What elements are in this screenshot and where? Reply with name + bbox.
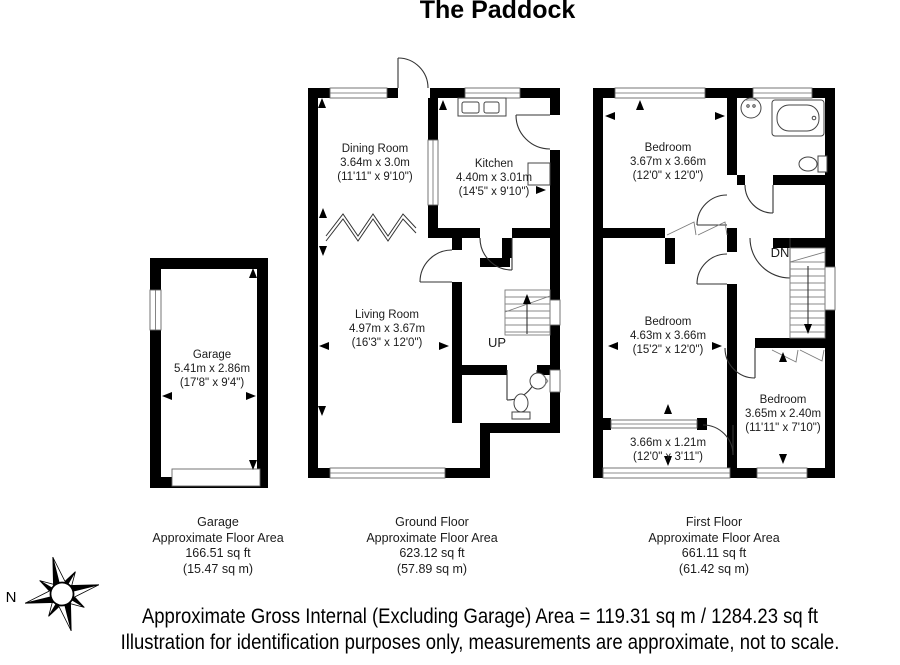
- front-door: [397, 57, 430, 98]
- dimension-arrows: [162, 268, 257, 470]
- living-name: Living Room: [355, 309, 419, 321]
- bedroom2-door: [696, 253, 728, 285]
- disclaimer-line: Illustration for identification purposes…: [120, 631, 840, 654]
- bathroom-sink-icon: [740, 97, 762, 119]
- bedroom1-name: Bedroom: [645, 142, 692, 154]
- garage-door: [171, 468, 261, 487]
- first-doors: [696, 184, 791, 456]
- dining-imperial: (11'11" x 9'10"): [337, 171, 413, 183]
- first-summary-floor: First Floor: [685, 515, 743, 529]
- sink-icon: [529, 372, 549, 390]
- kitchen-imperial: (14'5" x 9'10"): [459, 186, 530, 198]
- bathroom-door: [744, 184, 774, 214]
- stairs-down: [789, 247, 826, 339]
- storage-door: [702, 424, 734, 456]
- toilet-icon: [798, 155, 828, 173]
- first-summary: First Floor Approximate Floor Area 661.1…: [624, 515, 804, 577]
- garage-summary-area-label: Approximate Floor Area: [152, 530, 284, 545]
- hall-doorway: [479, 237, 513, 271]
- wc-fixtures: [511, 372, 549, 420]
- ground-summary-sqft: 623.12 sq ft: [399, 546, 465, 560]
- first-floor-plan: Bedroom 3.67m x 3.66m (12'0" x 12'0") Be…: [593, 87, 836, 479]
- bedroom3-metric: 3.65m x 2.40m: [745, 408, 821, 420]
- gross-area-line: Approximate Gross Internal (Excluding Ga…: [141, 605, 819, 628]
- bedroom1-metric: 3.67m x 3.66m: [630, 156, 706, 168]
- bathroom-fixtures: [740, 97, 828, 173]
- ground-floor-plan: Dining Room 3.64m x 3.0m (11'11" x 9'10"…: [308, 57, 561, 479]
- garage-name: Garage: [193, 349, 231, 361]
- stairs-up: [504, 289, 551, 336]
- first-windows: [602, 87, 836, 479]
- garage-window: [149, 289, 162, 331]
- compass-rose: N: [6, 556, 100, 632]
- kitchen-counter: [527, 162, 551, 186]
- dimension-arrows: [605, 100, 787, 466]
- garage-summary-sqm: (15.47 sq m): [182, 561, 254, 576]
- kitchen-sink-icon: [457, 97, 507, 117]
- living-metric: 4.97m x 3.67m: [349, 323, 425, 335]
- living-imperial: (16'3" x 12'0"): [352, 337, 423, 349]
- bedroom3-imperial: (11'11" x 7'10"): [745, 422, 821, 434]
- north-label: N: [6, 589, 17, 606]
- dimension-arrows: [318, 98, 546, 416]
- garage-imperial: (17'8" x 9'4"): [180, 377, 245, 389]
- closet-doors: [666, 221, 825, 363]
- ground-room-labels: Dining Room 3.64m x 3.0m (11'11" x 9'10"…: [337, 143, 532, 350]
- garage-summary-sqft: 166.51 sq ft: [185, 546, 251, 560]
- kitchen-name: Kitchen: [475, 158, 513, 170]
- garage-summary: Garage Approximate Floor Area 166.51 sq …: [128, 515, 308, 577]
- kitchen-metric: 4.40m x 3.01m: [456, 172, 532, 184]
- garage-floor-plan: Garage 5.41m x 2.86m (17'8" x 9'4"): [149, 258, 268, 488]
- bath-icon: [771, 99, 825, 137]
- first-summary-sqft: 661.11 sq ft: [681, 546, 747, 560]
- ground-summary-sqm: (57.89 sq m): [396, 561, 468, 576]
- page-title: The Paddock: [419, 0, 576, 24]
- bedroom1-imperial: (12'0" x 12'0"): [633, 170, 704, 182]
- first-room-labels: Bedroom 3.67m x 3.66m (12'0" x 12'0") Be…: [630, 142, 821, 463]
- bedroom3-door: [724, 347, 756, 379]
- kitchen-side-door: [515, 114, 560, 150]
- up-label: UP: [488, 335, 506, 350]
- ground-summary-area-label: Approximate Floor Area: [366, 530, 498, 545]
- ground-summary: Ground Floor Approximate Floor Area 623.…: [342, 515, 522, 577]
- opening-zigzag: [325, 213, 417, 242]
- living-room-door: [419, 249, 453, 283]
- compass-star: [24, 556, 100, 632]
- dn-label: DN: [771, 245, 790, 260]
- bedroom2-metric: 4.63m x 3.66m: [630, 330, 706, 342]
- garage-metric: 5.41m x 2.86m: [174, 363, 250, 375]
- first-summary-sqm: (61.42 sq m): [678, 561, 750, 576]
- ground-summary-floor: Ground Floor: [395, 515, 469, 529]
- toilet-icon: [511, 393, 531, 420]
- bedroom2-imperial: (15'2" x 12'0"): [633, 344, 704, 356]
- dining-name: Dining Room: [342, 143, 408, 155]
- storage-metric: 3.66m x 1.21m: [630, 437, 706, 449]
- bedroom2-name: Bedroom: [645, 316, 692, 328]
- footer-disclaimer: Approximate Gross Internal (Excluding Ga…: [60, 604, 900, 656]
- bedroom3-name: Bedroom: [760, 394, 807, 406]
- dining-metric: 3.64m x 3.0m: [340, 157, 410, 169]
- garage-summary-floor: Garage: [197, 515, 239, 529]
- storage-imperial: (12'0" x 3'11"): [633, 451, 703, 463]
- garage-room-label: Garage 5.41m x 2.86m (17'8" x 9'4"): [174, 349, 250, 389]
- kitchen-fixtures: [457, 97, 551, 186]
- first-summary-area-label: Approximate Floor Area: [648, 530, 780, 545]
- bedroom1-door: [696, 194, 728, 226]
